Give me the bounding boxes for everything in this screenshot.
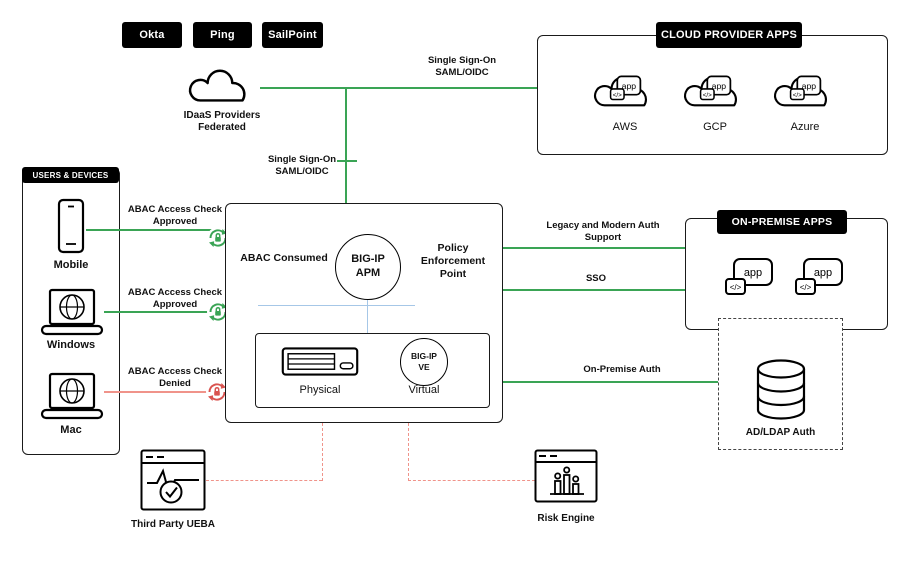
app-badge: app [814,267,832,279]
line-apm-to-risk-v [408,423,409,481]
code-glyph: </> [730,283,742,292]
ueba-label: Third Party UEBA [131,519,215,530]
label-sso-mid: Single Sign-On SAML/OIDC [267,154,337,177]
mac-label: Mac [60,424,82,436]
line-mac-denied [104,391,225,393]
code-glyph: </> [793,92,802,99]
app-badge: app [622,81,637,91]
aws-label: AWS [612,121,638,133]
line-legacy-modern-auth [503,247,685,249]
line-apm-to-ueba-v [322,423,323,481]
onprem-app-icon: app </> [725,258,773,295]
abac-denied-icon [206,381,228,403]
code-glyph: </> [703,92,712,99]
line-windows-approved [104,311,225,313]
ad-ldap-label: AD/LDAP Auth [745,427,816,438]
line-sso-to-apm [345,88,347,203]
app-badge: app [712,81,727,91]
on-premise-apps-title: ON-PREMISE APPS [717,210,847,234]
line-apm-to-ueba-h [206,480,322,481]
abac-consumed-label: ABAC Consumed [240,252,328,264]
line-idaas-to-cloudapps [260,87,537,89]
mobile-phone-icon [57,198,85,254]
label-abac-denied-mac: ABAC Access Check Denied [127,366,223,389]
line-mobile-approved [86,229,225,231]
label-abac-approved-mobile: ABAC Access Check Approved [127,204,223,227]
app-badge: app [744,267,762,279]
azure-label: Azure [790,121,820,133]
physical-appliance-icon [281,347,359,376]
idp-okta-label: Okta [122,22,182,48]
mac-laptop-icon [40,372,104,420]
idaas-label: IDaaS Providers Federated [183,110,261,134]
label-legacy-modern-auth: Legacy and Modern Auth Support [546,220,660,243]
line-apm-to-platform [367,300,369,333]
idaas-cloud-icon [188,69,246,102]
ad-ldap-database-icon [756,359,806,420]
risk-engine-icon [534,449,598,503]
windows-laptop-icon [40,288,104,336]
label-sso: SSO [585,273,607,284]
line-onprem-auth [503,381,754,383]
line-sso-tick [337,160,357,162]
onprem-app-icon: app </> [795,258,843,295]
virtual-label: Virtual [408,384,440,396]
code-glyph: </> [800,283,812,292]
idp-ping-label: Ping [193,22,252,48]
windows-label: Windows [46,339,96,351]
physical-label: Physical [299,384,341,396]
on-premise-apps-box [685,218,888,330]
users-devices-title: USERS & DEVICES [22,167,119,183]
idp-sailpoint-label: SailPoint [262,22,323,48]
app-badge: app [802,81,817,91]
code-glyph: </> [613,92,622,99]
aws-cloud-app-icon: app </> [594,75,647,107]
mobile-label: Mobile [53,259,89,271]
label-onprem-auth: On-Premise Auth [583,364,661,375]
gcp-label: GCP [703,121,727,133]
bigip-apm-circle: BIG-IP APM [335,234,401,300]
gcp-cloud-app-icon: app </> [684,75,737,107]
azure-cloud-app-icon: app </> [774,75,827,107]
abac-approved-icon [207,227,229,249]
policy-enforcement-point-label: Policy Enforcement Point [420,242,486,280]
ueba-icon [140,449,206,511]
risk-engine-label: Risk Engine [537,513,595,524]
bigip-ve-circle: BIG-IP VE [400,338,448,386]
line-apm-to-risk-h [408,480,535,481]
label-abac-approved-windows: ABAC Access Check Approved [127,287,223,310]
line-sso-onprem [503,289,685,291]
label-sso-top: Single Sign-On SAML/OIDC [427,55,497,78]
line-abac-internal [258,305,415,307]
cloud-provider-apps-title: CLOUD PROVIDER APPS [656,22,802,48]
